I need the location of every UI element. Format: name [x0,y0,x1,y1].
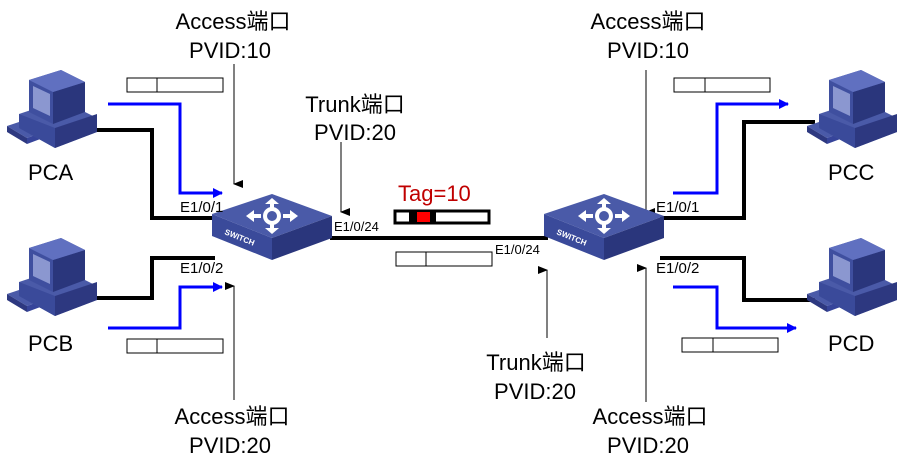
port-label-swb-e24: E1/0/24 [495,242,540,257]
port-label-swa-e2: E1/0/2 [180,260,223,277]
link-pcb-swa [92,256,215,300]
frame-trunk-untagged [395,251,493,267]
flow-pcd [673,285,797,333]
frame-pcc [673,77,771,93]
frame-trunk-tagged [393,209,491,225]
flow-pcc [673,99,789,195]
host-label-pca: PCA [28,160,74,185]
annot-swb-e1-pvid: PVID:10 [607,38,689,63]
annot-swb-e24-pvid: PVID:20 [494,379,576,404]
host-pcd[interactable] [807,238,897,316]
host-label-pcd: PCD [828,331,874,356]
annot-swb-e2-type: Access端口 [593,404,708,429]
annot-swa-e2-type: Access端口 [175,404,290,429]
link-swb-pcc [660,120,815,220]
frame-pca [126,77,224,93]
port-label-swa-e1: E1/0/1 [180,199,223,216]
frame-pcb [126,338,224,354]
port-label-swb-e2: E1/0/2 [656,260,699,277]
port-label-swb-e1: E1/0/1 [656,199,699,216]
port-label-swa-e24: E1/0/24 [334,219,379,234]
link-pca-swa [92,128,215,220]
host-pcb[interactable] [7,238,97,316]
annot-swb-e24-type: Trunk端口 [486,350,585,375]
annot-swa-e24-pvid: PVID:20 [314,120,396,145]
vlan-tag-field [417,212,430,222]
tag-label: Tag=10 [398,181,471,206]
flow-pca [108,102,223,198]
annot-swa-e1-type: Access端口 [176,9,291,34]
annot-swa-e1-pvid: PVID:10 [189,38,271,63]
host-pcc[interactable] [807,70,897,148]
host-label-pcb: PCB [28,331,73,356]
annot-swa-e24-type: Trunk端口 [305,92,404,117]
link-swb-pcd [660,256,815,302]
switch-a[interactable] [210,192,334,262]
flow-pcb [108,282,223,330]
annot-swb-e1-type: Access端口 [591,9,706,34]
host-pca[interactable] [7,70,97,148]
host-label-pcc: PCC [828,160,875,185]
frame-pcd [681,337,779,353]
annot-swa-e2-pvid: PVID:20 [189,433,271,458]
annot-swb-e2-pvid: PVID:20 [607,433,689,458]
